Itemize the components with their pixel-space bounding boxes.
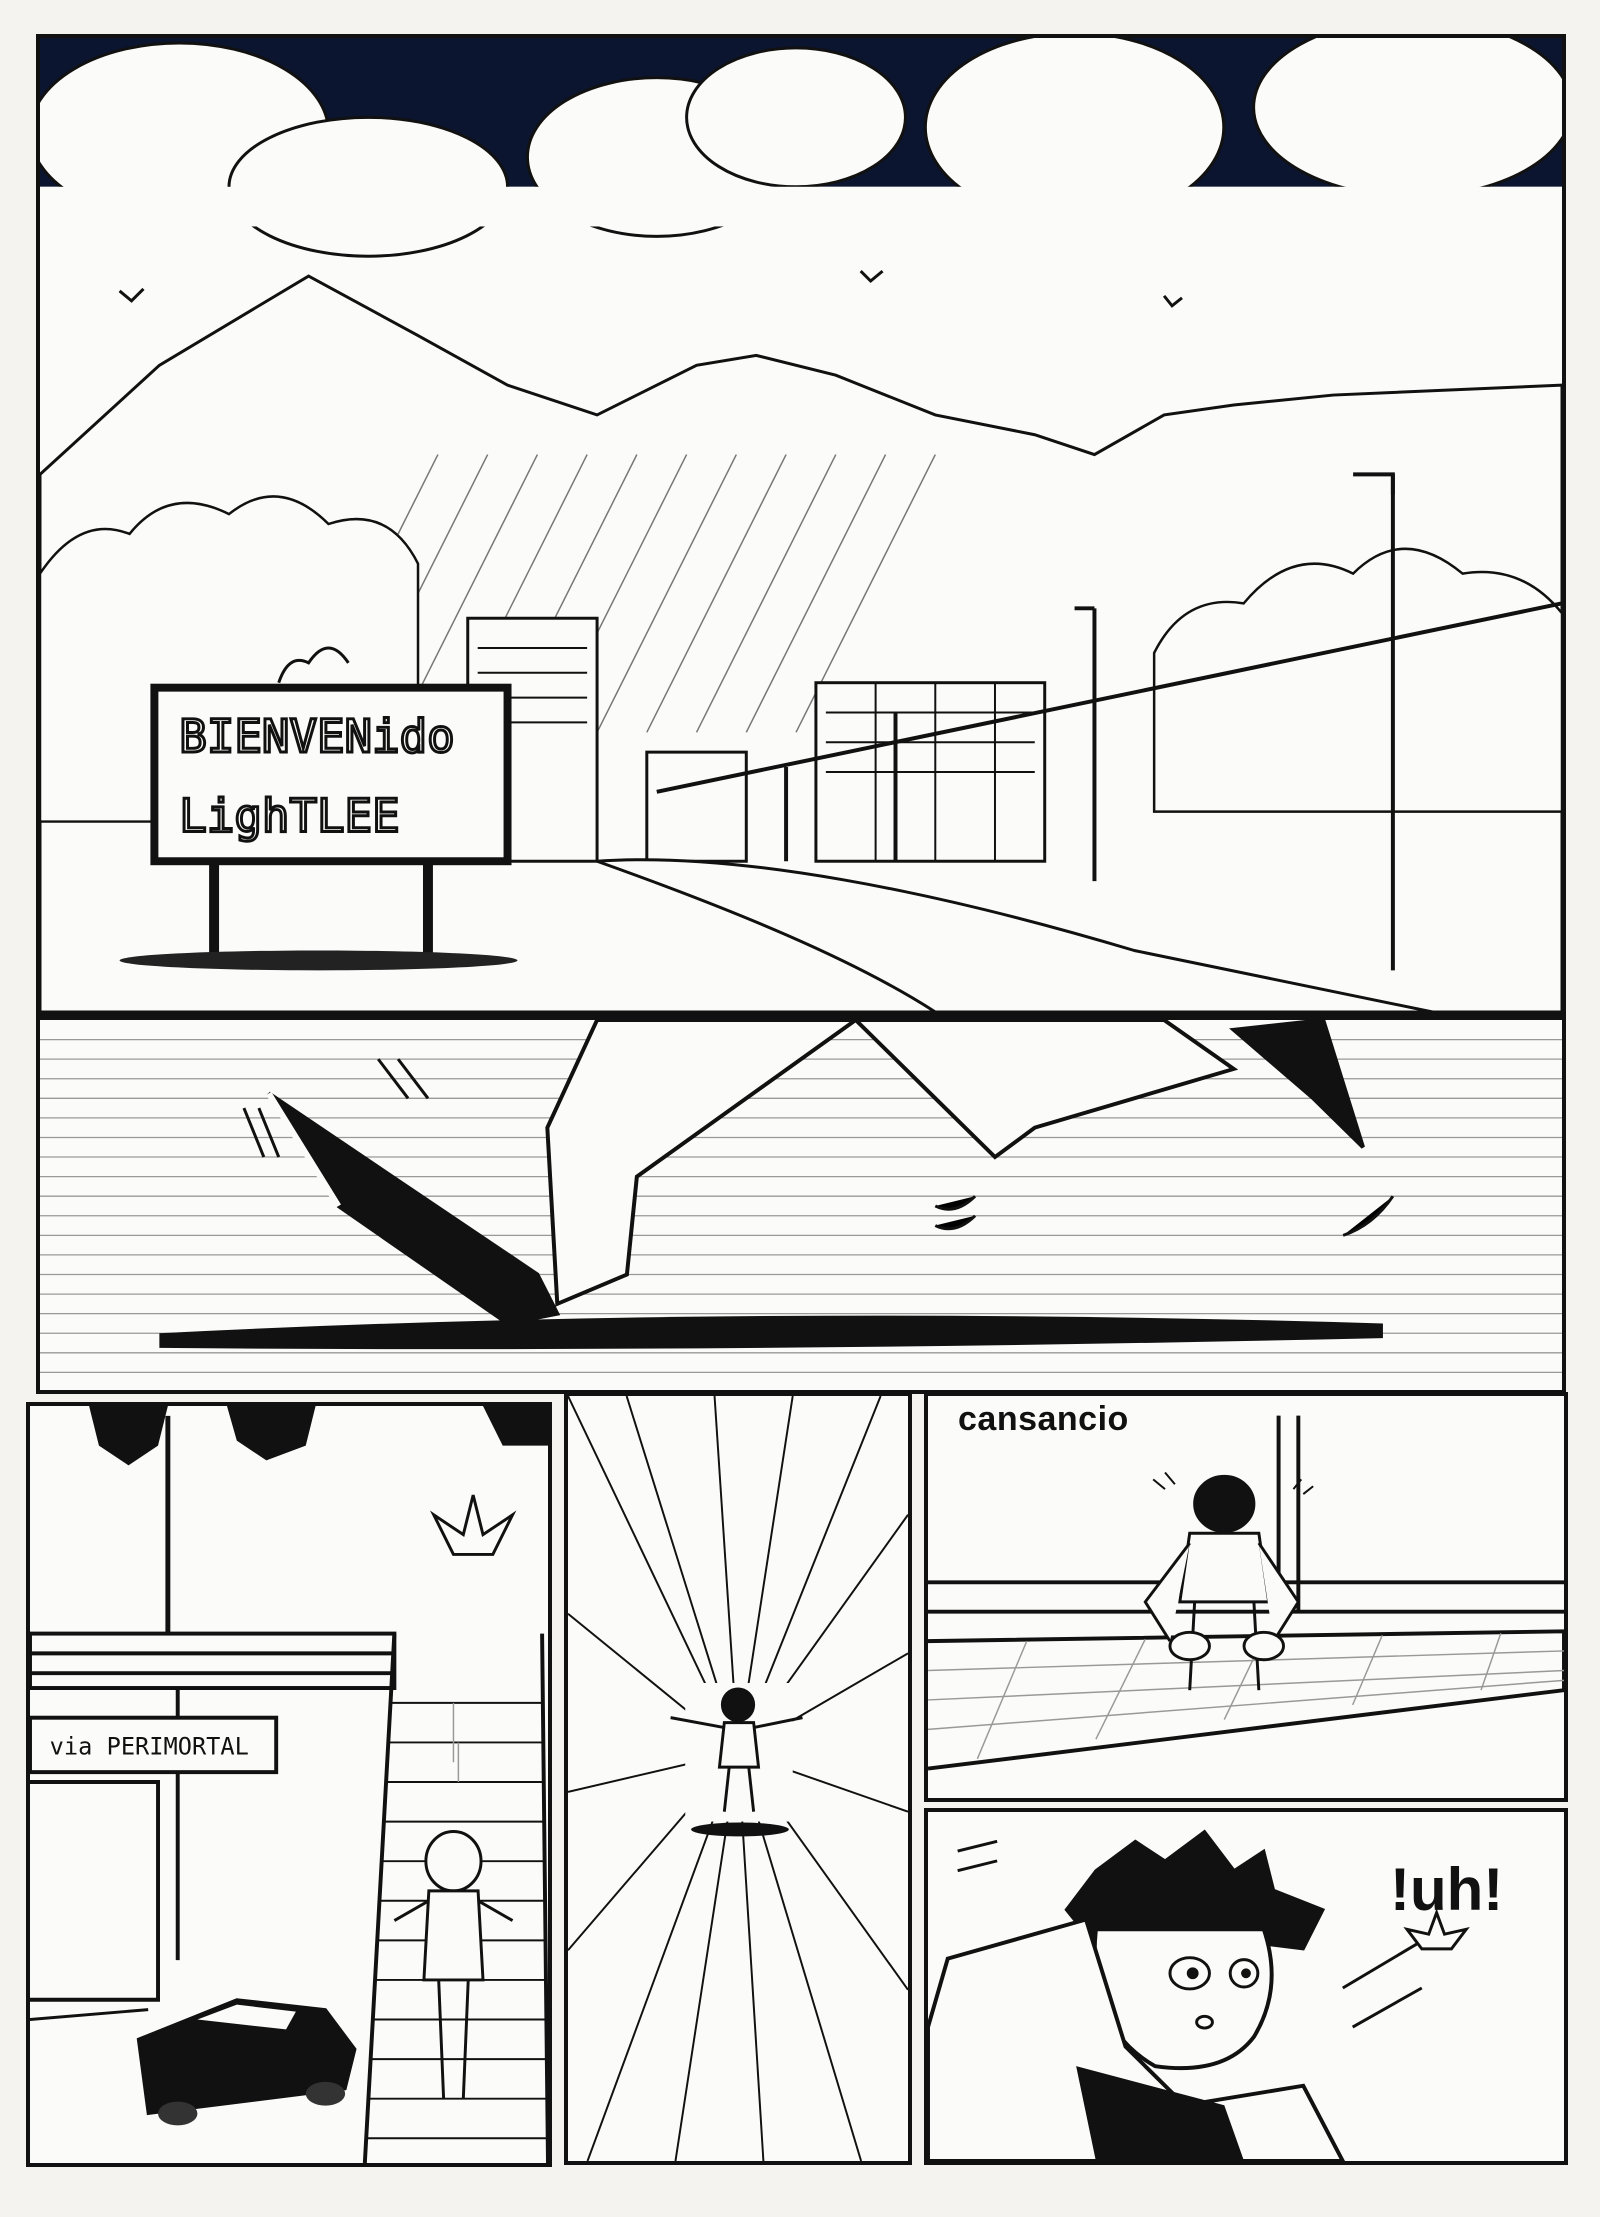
right-leg (852, 1020, 1239, 1160)
sfx-uh: !uh! (1390, 1856, 1504, 1923)
impact-burst (429, 1494, 517, 1556)
panel-surprised-closeup (924, 1808, 1568, 2165)
right-shoe (1229, 1020, 1365, 1149)
road-sign-text: via PERIMORTAL (50, 1732, 249, 1760)
street-lamps (656, 472, 1562, 971)
backpack-strap (1076, 2066, 1245, 2161)
runner (670, 1687, 803, 1812)
ground-shadow (159, 1315, 1383, 1350)
road-sign (30, 1715, 279, 1775)
speed-runner-drawing (568, 1396, 908, 2161)
alert-burst (1403, 1908, 1470, 1951)
overpass-bridge (30, 1631, 397, 2002)
panel-speed-runner (564, 1392, 912, 2165)
building-windows (477, 646, 1035, 862)
legs-drawing (40, 1020, 1562, 1374)
road (596, 858, 1433, 1012)
runner-on-stairs (393, 1702, 514, 2099)
mouth (1195, 2014, 1214, 2030)
welcome-sign: BIENVENido LighTLEE (119, 646, 518, 971)
panel-landscape: BIENVENido LighTLEE (36, 34, 1566, 1016)
sign-line-1: BIENVENido (179, 710, 454, 763)
overpass-drawing: via PERIMORTAL (30, 1406, 548, 2163)
closeup-drawing (928, 1829, 1470, 2161)
car (136, 1998, 357, 2126)
runner-shadow (691, 1822, 789, 1837)
panel-tired (924, 1392, 1568, 1802)
shirt (928, 1917, 1346, 2161)
landscape-drawing: BIENVENido LighTLEE (40, 38, 1562, 1012)
sign-line-2: LighTLEE (179, 790, 399, 843)
caption-tiredness: cansancio (958, 1400, 1129, 1438)
stairs (362, 1633, 548, 2163)
panel-overpass: via PERIMORTAL (26, 1402, 552, 2167)
tired-character (1143, 1474, 1301, 1691)
left-shoe (267, 1091, 561, 1326)
clouds (40, 38, 1562, 258)
birds (118, 269, 1183, 308)
left-leg (545, 1020, 860, 1307)
tired-drawing (928, 1415, 1564, 1771)
sweat-marks (1152, 1471, 1314, 1495)
panel-running-legs (36, 1016, 1566, 1394)
night-sky-patches (89, 1406, 548, 1466)
